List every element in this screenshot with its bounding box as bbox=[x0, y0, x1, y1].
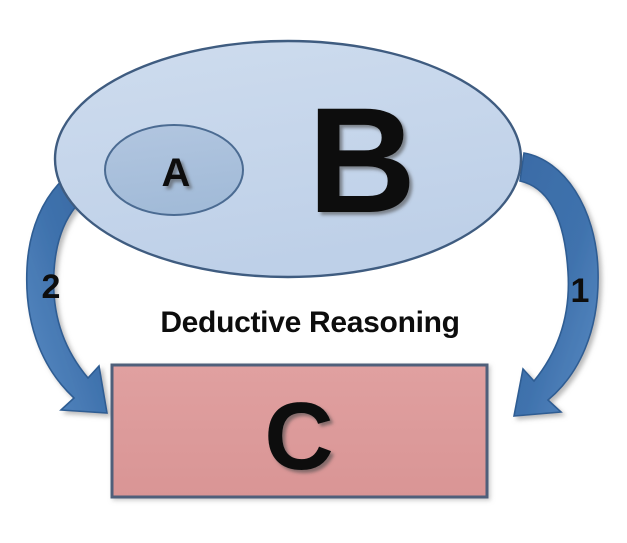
diagram-caption: Deductive Reasoning bbox=[160, 306, 459, 339]
step-number-2: 2 bbox=[42, 268, 61, 306]
step-number-1: 1 bbox=[571, 272, 590, 310]
arrow-left-shape bbox=[25, 159, 112, 414]
set-b-ellipse bbox=[53, 39, 523, 279]
set-b-label: B bbox=[308, 76, 416, 244]
set-c-rectangle bbox=[110, 363, 489, 499]
set-a-ellipse bbox=[104, 124, 244, 216]
arrow-right-b-to-c bbox=[513, 152, 599, 417]
set-c-label: C bbox=[264, 383, 333, 490]
arrow-right-shape bbox=[513, 152, 599, 417]
set-a-label: A bbox=[162, 151, 191, 195]
arrow-left-a-to-c bbox=[25, 159, 112, 414]
